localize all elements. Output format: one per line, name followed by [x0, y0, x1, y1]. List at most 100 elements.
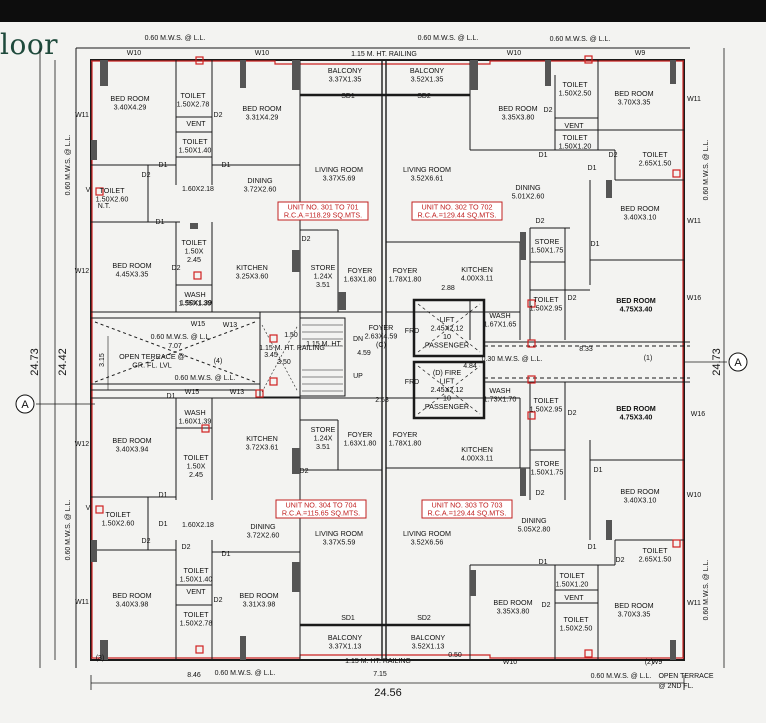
- small-label-w13: W16: [687, 295, 702, 302]
- room-label-line: TOILET: [180, 91, 206, 100]
- small-label-w2: W10: [255, 50, 270, 57]
- room-label-line: GR. FL. LVL: [132, 361, 171, 370]
- room-label-line: TOILET: [105, 510, 131, 519]
- room-label-line: BED ROOM: [620, 487, 659, 496]
- room-label-line: TOILET: [99, 186, 125, 195]
- small-label-d52: 4.59: [357, 350, 371, 357]
- room-label-line: FOYER: [369, 323, 394, 332]
- room-label-line: 1.50X1.40: [180, 575, 213, 584]
- room-label-line: 3.70X3.35: [618, 98, 651, 107]
- small-label-d58: 8.46: [187, 672, 201, 679]
- room-label-line: BED ROOM: [112, 436, 151, 445]
- small-label-d21: D2: [536, 490, 545, 497]
- room-label-line: TOILET: [533, 396, 559, 405]
- room-label-line: 3.52X6.61: [411, 174, 444, 183]
- unit-box-frame: [277, 201, 369, 221]
- small-label-d22: D1: [159, 492, 168, 499]
- room-label-line: KITCHEN: [461, 445, 493, 454]
- room-label-line: TOILET: [182, 137, 208, 146]
- room-label-line: 1.50X1.75: [531, 468, 564, 477]
- small-label-d34: DN: [353, 336, 363, 343]
- room-label-line: PASSENGER: [425, 341, 469, 350]
- small-label-d35: UP: [353, 373, 363, 380]
- small-label-d28: D1: [539, 559, 548, 566]
- room-label-line: 2.45: [189, 470, 203, 479]
- small-label-d65: 1.15 M. HT. RAILING: [259, 345, 325, 352]
- small-label-d4: SD2: [417, 615, 431, 622]
- small-label-d7: D1: [222, 162, 231, 169]
- room-label-line: LIFT: [440, 315, 455, 324]
- small-label-w15: W12: [75, 441, 90, 448]
- room-label-line: 1.50X2.60: [102, 519, 135, 528]
- room-label-line: (D) FIRE: [433, 368, 462, 377]
- room-label-line: BED ROOM: [614, 89, 653, 98]
- room-label-line: 1.50X2.95: [530, 304, 563, 313]
- room-label-line: LIVING ROOM: [315, 165, 363, 174]
- small-label-d2: SD2: [417, 93, 431, 100]
- room-label-line: TOILET: [181, 238, 207, 247]
- small-label-d55: 3.45: [264, 352, 278, 359]
- room-label-line: 3.52X1.13: [412, 642, 445, 651]
- small-label-d67: 0.30 M.W.S. @ L.L.: [482, 356, 543, 363]
- small-label-d53: 4.84: [463, 363, 477, 370]
- room-label-line: BED ROOM: [242, 104, 281, 113]
- room-label-line: 3.40X3.98: [116, 600, 149, 609]
- room-label-line: LIVING ROOM: [315, 529, 363, 538]
- room-label-line: BED ROOM: [112, 261, 151, 270]
- small-label-w10: W13: [223, 322, 238, 329]
- small-label-d62: @ 2ND FL.: [658, 683, 693, 690]
- unit-box-line: UNIT NO. 304 TO 704: [285, 501, 356, 510]
- room-label-line: 1.67X1.65: [484, 320, 517, 329]
- room-label-r62: VENT: [564, 593, 584, 602]
- small-label-w7: W11: [687, 218, 701, 225]
- room-label-line: PASSENGER: [425, 402, 469, 411]
- room-label-line: 3.52X6.56: [411, 538, 444, 547]
- room-label-line: FOYER: [393, 430, 418, 439]
- room-label-line: 3.35X3.80: [497, 607, 530, 616]
- room-label-line: 4.00X3.11: [461, 274, 493, 283]
- room-label-line: 1.50X: [185, 247, 204, 256]
- room-label-line: WASH: [184, 290, 205, 299]
- room-label-line: (C): [376, 340, 386, 349]
- grid-circles: [15, 352, 748, 414]
- small-label-d19: D2: [568, 410, 577, 417]
- room-label-line: 3.37X5.69: [323, 174, 356, 183]
- red-markers: [95, 55, 681, 658]
- small-label-d29: D2: [542, 602, 551, 609]
- small-label-d6: D1: [159, 162, 168, 169]
- small-label-d8: D2: [142, 172, 151, 179]
- small-label-d69: 0.50: [448, 652, 462, 659]
- room-label-line: 2.65X1.50: [639, 159, 672, 168]
- room-label-line: 1.50X2.78: [180, 619, 213, 628]
- wms-labels-layer: 0.60 M.W.S. @ L.L.0.60 M.W.S. @ L.L.0.60…: [65, 35, 710, 620]
- top-label-t3: 0.60 M.W.S. @ L.L.: [550, 36, 611, 43]
- grid-marker-a-left: A: [21, 399, 29, 411]
- small-label-d18: D2: [568, 295, 577, 302]
- room-label-line: 1.50X: [187, 462, 206, 471]
- room-label-line: DINING: [515, 183, 541, 192]
- room-label-line: 1.55X1.39: [179, 299, 212, 308]
- room-label-line: 5.05X2.80: [518, 525, 551, 534]
- small-label-d36: FRD: [405, 328, 419, 335]
- room-label-line: WASH: [489, 386, 510, 395]
